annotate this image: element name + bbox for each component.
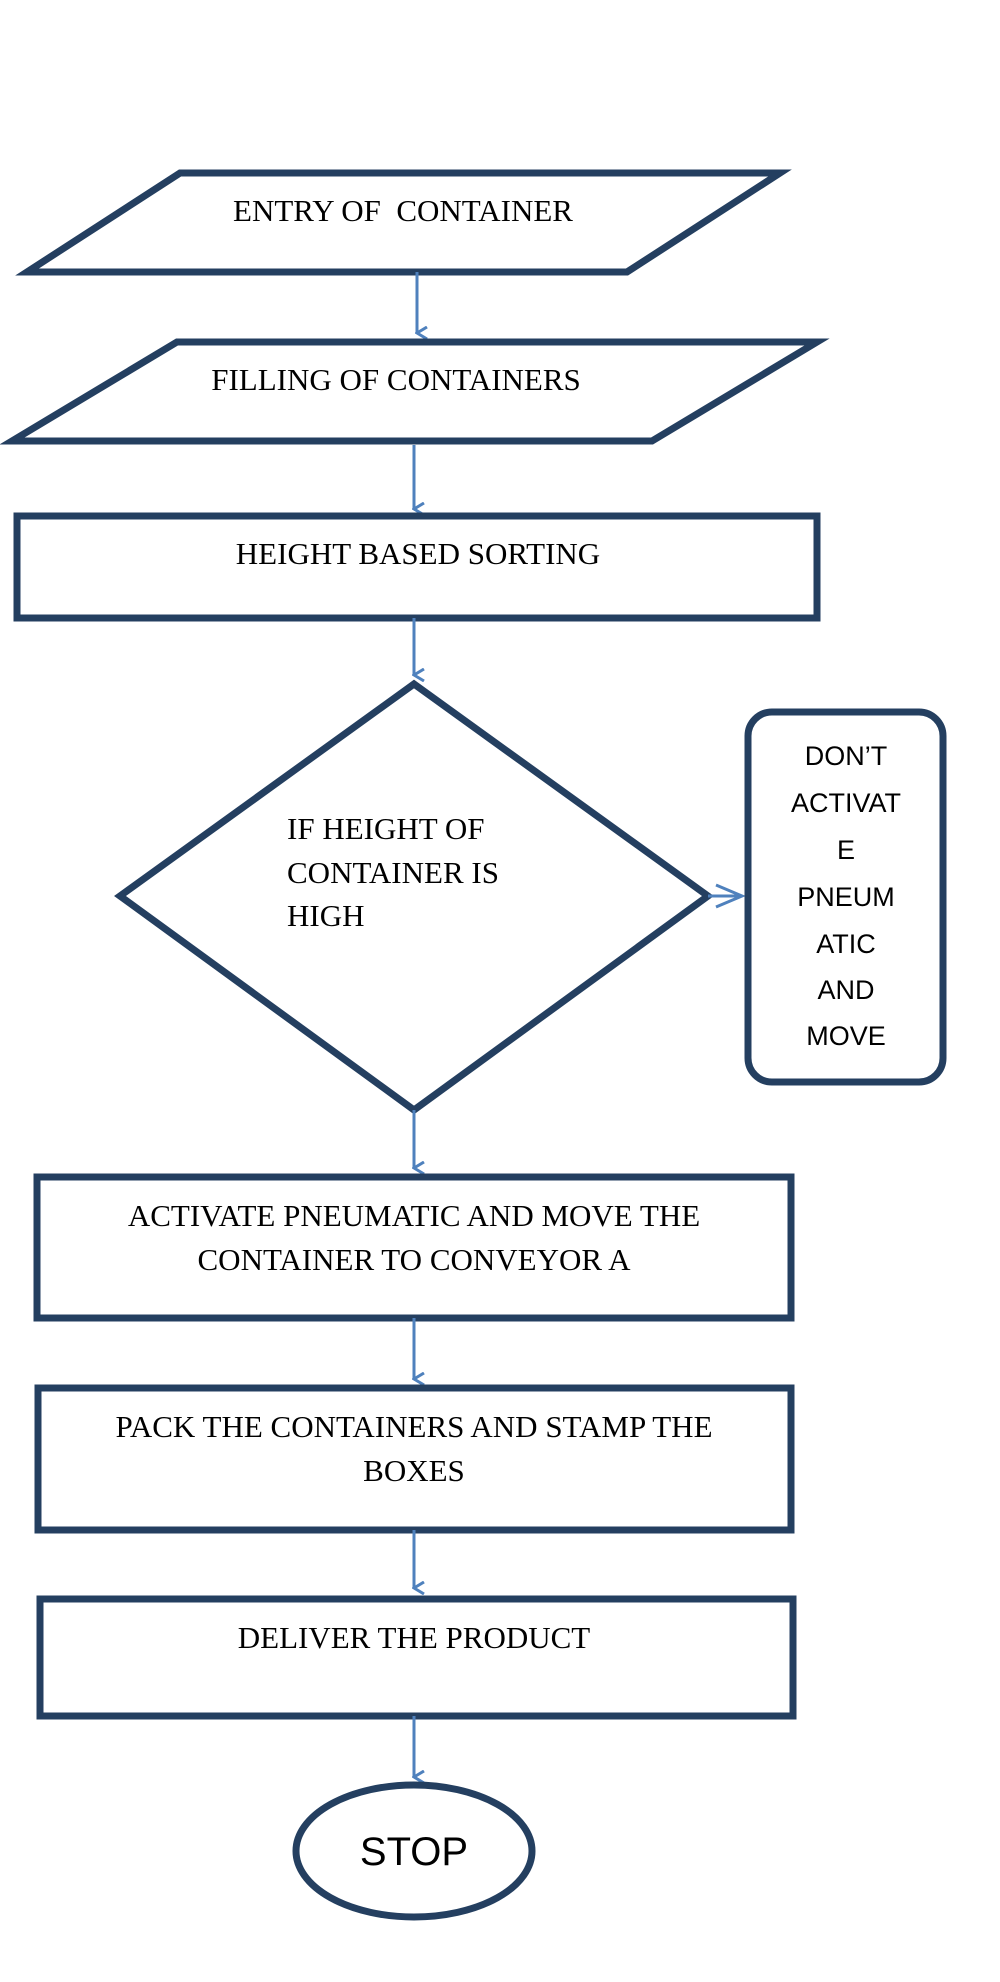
side-line-7: MOVE [806, 1021, 886, 1051]
side-line-1: DON’T [805, 741, 888, 771]
side-line-2: ACTIVAT [791, 788, 901, 818]
pack-line-1: PACK THE CONTAINERS AND STAMP THE [115, 1409, 712, 1444]
filling-node: FILLING OF CONTAINERS [0, 338, 830, 445]
entry-node: ENTRY OF CONTAINER [15, 169, 792, 276]
decision-line-2: CONTAINER IS [287, 855, 499, 890]
entry-shape [15, 169, 792, 276]
entry-label: ENTRY OF CONTAINER [233, 193, 573, 228]
side-line-3: E [837, 835, 855, 865]
sorting-shape [13, 512, 821, 622]
filling-shape [0, 338, 830, 445]
deliver-shape [36, 1595, 797, 1720]
sorting-node: HEIGHT BASED SORTING [13, 512, 821, 622]
decision-line-3: HIGH [287, 898, 365, 933]
side-line-4: PNEUM [797, 882, 895, 912]
deliver-node: DELIVER THE PRODUCT [36, 1595, 797, 1720]
pack-node: PACK THE CONTAINERS AND STAMP THE BOXES [34, 1384, 795, 1534]
side-node: DON’T ACTIVAT E PNEUM ATIC AND MOVE [744, 708, 947, 1086]
decision-node: IF HEIGHT OF CONTAINER IS HIGH [114, 679, 714, 1115]
activate-line-1: ACTIVATE PNEUMATIC AND MOVE THE [128, 1198, 700, 1233]
side-shape [744, 708, 947, 1086]
deliver-label: DELIVER THE PRODUCT [238, 1620, 591, 1655]
sorting-label: HEIGHT BASED SORTING [236, 536, 600, 571]
activate-line-2: CONTAINER TO CONVEYOR A [198, 1242, 632, 1277]
pack-shape [34, 1384, 795, 1534]
filling-label: FILLING OF CONTAINERS [211, 362, 581, 397]
stop-shape [292, 1781, 536, 1921]
activate-node: ACTIVATE PNEUMATIC AND MOVE THE CONTAINE… [33, 1173, 795, 1322]
decision-shape [114, 679, 714, 1115]
stop-node: STOP [292, 1781, 536, 1921]
side-line-6: AND [817, 975, 874, 1005]
pack-line-2: BOXES [363, 1453, 465, 1488]
side-line-5: ATIC [816, 929, 876, 959]
stop-label: STOP [360, 1830, 468, 1874]
decision-line-1: IF HEIGHT OF [287, 811, 485, 846]
